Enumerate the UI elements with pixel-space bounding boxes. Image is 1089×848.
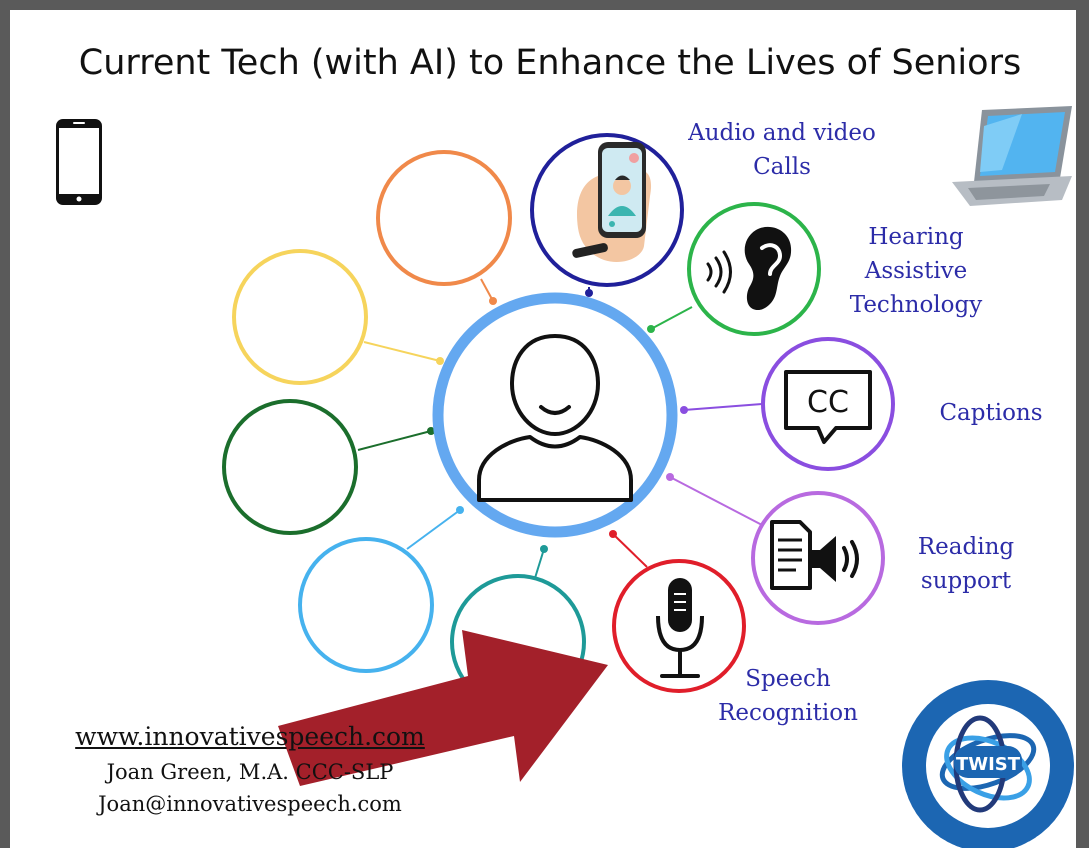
label-speech: Speech Recognition (700, 662, 876, 730)
label-reading-line-2: support (920, 568, 1012, 594)
connector-dot-violet (666, 473, 674, 481)
connector-dot-green (647, 325, 655, 333)
hearing-node (687, 202, 821, 336)
empty-circle-yellow (232, 249, 368, 385)
label-captions: Captions (916, 396, 1066, 430)
speech-bubble-icon (784, 370, 872, 444)
connector-teal (534, 548, 545, 579)
calls-node (530, 133, 684, 287)
big-arrow (278, 630, 608, 786)
label-speech-line-1: Speech (745, 666, 831, 692)
connector-purple (683, 403, 763, 411)
connector-violet (669, 476, 763, 526)
ear-icon (744, 226, 792, 310)
captions-node: CC (761, 337, 895, 471)
reading-node (751, 491, 885, 625)
speaker-icon (808, 536, 859, 582)
connector-dot-orange (489, 297, 497, 305)
document-icon (770, 520, 812, 590)
empty-circle-light-blue (298, 537, 434, 673)
sound-waves-icon (706, 250, 732, 294)
connector-dot-teal (540, 545, 548, 553)
author-email[interactable]: Joan@innovativespeech.com (98, 792, 402, 816)
connector-dot-purple (680, 406, 688, 414)
logo-center-text: TWIST (956, 754, 1021, 775)
slide: Current Tech (with AI) to Enhance the Li… (10, 10, 1076, 848)
label-calls: Audio and video Calls (674, 116, 890, 184)
author-name: Joan Green, M.A. CCC-SLP (106, 760, 394, 784)
person-icon (477, 334, 633, 502)
label-hearing-line-3: Technology (849, 292, 983, 318)
connector-yellow (363, 341, 441, 362)
connector-dot-navy (585, 289, 593, 297)
smartphone-icon (56, 119, 102, 205)
connector-light-blue (406, 509, 461, 550)
empty-circle-dark-green (222, 399, 358, 535)
connectors (357, 278, 763, 579)
label-captions-line-1: Captions (939, 400, 1043, 426)
connector-red (612, 533, 648, 568)
connector-dot-light-blue (456, 506, 464, 514)
label-hearing-line-1: Hearing (868, 224, 964, 250)
slide-title: Current Tech (with AI) to Enhance the Li… (78, 43, 1022, 83)
label-hearing-line-2: Assistive (864, 258, 968, 284)
connector-dot-red (609, 530, 617, 538)
laptop-icon (952, 106, 1072, 206)
connector-orange (480, 278, 494, 302)
empty-circle-orange (376, 150, 512, 286)
connector-dot-yellow (436, 357, 444, 365)
captions-icon-text: CC (807, 385, 849, 420)
website-link[interactable]: www.innovativespeech.com (75, 722, 425, 751)
label-calls-line-2: Calls (753, 154, 811, 180)
label-hearing: Hearing Assistive Technology (836, 220, 996, 322)
speech-node (612, 559, 746, 693)
label-calls-line-1: Audio and video (688, 120, 876, 146)
label-speech-line-2: Recognition (718, 700, 858, 726)
connector-dot-dark-green (427, 427, 435, 435)
connector-green (650, 306, 693, 330)
video-call-icon (572, 142, 652, 263)
microphone-icon (656, 578, 704, 678)
label-reading: Reading support (896, 530, 1036, 598)
label-reading-line-1: Reading (917, 534, 1015, 560)
connector-dark-green (357, 430, 432, 451)
tech-diagram: CC (10, 10, 1076, 848)
